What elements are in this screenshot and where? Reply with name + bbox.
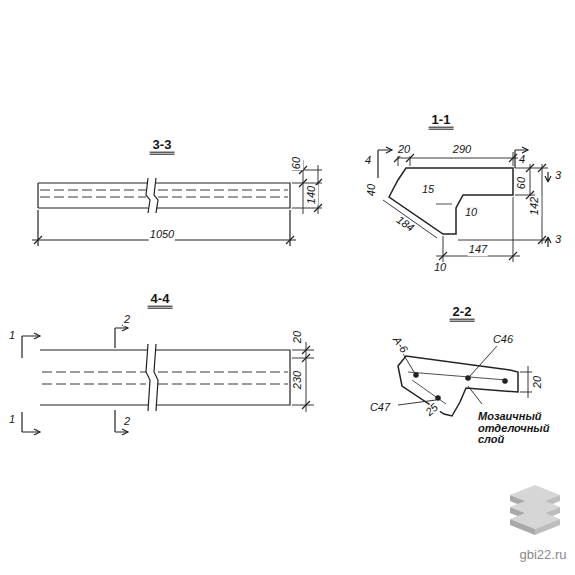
dimension-text: 4 bbox=[364, 155, 372, 167]
callout-note: Мозаичный отделочный слой bbox=[477, 411, 571, 446]
watermark-icon bbox=[510, 485, 560, 535]
dimension-text: 40 bbox=[366, 183, 378, 197]
dimension-text: 20 bbox=[397, 144, 411, 156]
dimension-text: 60 bbox=[291, 156, 303, 170]
dimension-text: 20 bbox=[292, 330, 304, 344]
watermark: gbi22.ru bbox=[519, 548, 568, 562]
section-1-1 bbox=[378, 147, 551, 262]
dimension-text: 1 bbox=[8, 330, 16, 342]
dimension-text: 2 bbox=[123, 416, 131, 428]
dimension-text: 1 bbox=[8, 414, 16, 426]
dimension-text: 147 bbox=[468, 244, 488, 256]
dimension-text: 10 bbox=[464, 207, 478, 219]
dimension-text: 20 bbox=[532, 375, 544, 389]
dimension-text: А-6 bbox=[390, 334, 410, 356]
dimension-text: 3 bbox=[554, 234, 562, 246]
section-title: 4-4 bbox=[148, 292, 173, 309]
dimension-text: 15 bbox=[421, 184, 435, 196]
dimension-text: 290 bbox=[452, 144, 472, 156]
section-title: 2-2 bbox=[450, 305, 475, 322]
dimension-text: 184 bbox=[393, 213, 416, 234]
dimension-text: С46 bbox=[492, 334, 514, 346]
dimension-text: 2 bbox=[123, 314, 131, 326]
dimension-text: 60 bbox=[516, 176, 528, 190]
dimension-text: 230 bbox=[292, 370, 304, 390]
dimension-text: 3 bbox=[554, 170, 562, 182]
section-title: 1-1 bbox=[429, 113, 454, 130]
dimension-text: 1050 bbox=[149, 229, 175, 241]
section-3-3 bbox=[32, 160, 322, 246]
dimension-text: С47 bbox=[369, 402, 391, 414]
section-title: 3-3 bbox=[150, 138, 175, 155]
dimension-text: 10 bbox=[433, 262, 447, 274]
dimension-text: 25 bbox=[423, 401, 441, 419]
section-2-2 bbox=[398, 346, 532, 416]
dimension-text: 4 bbox=[518, 154, 526, 166]
dimension-text: 142 bbox=[529, 196, 541, 216]
section-4-4 bbox=[22, 325, 314, 435]
dimension-text: 140 bbox=[306, 185, 318, 205]
